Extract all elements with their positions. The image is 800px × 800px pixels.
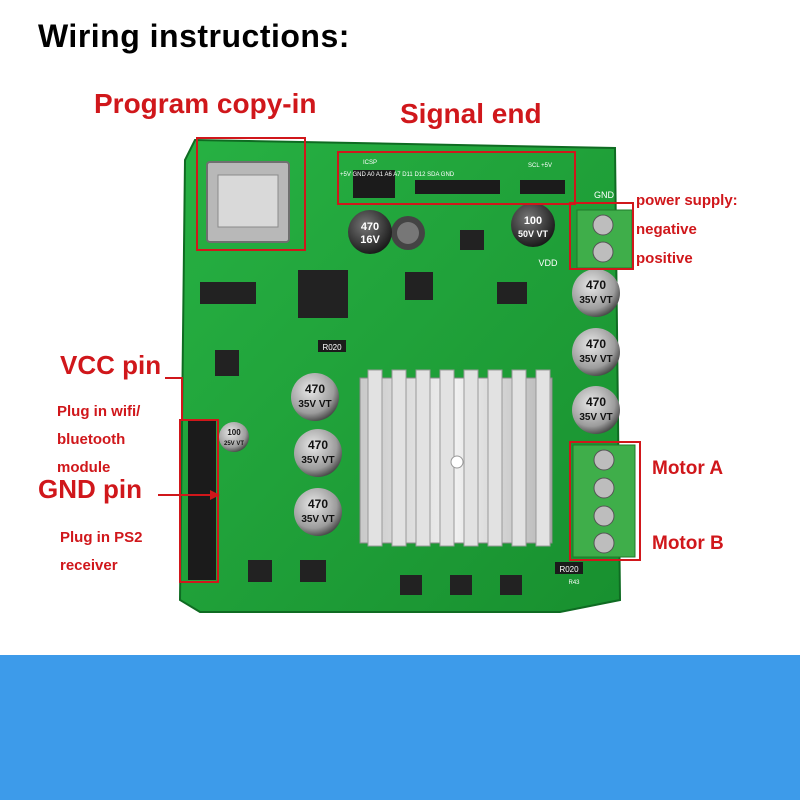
silk-scl: SCL +5V <box>528 163 552 169</box>
ic-chip <box>200 282 256 304</box>
svg-text:100: 100 <box>227 428 241 437</box>
silk-vdd: VDD <box>538 258 558 268</box>
label-vcc-pin: VCC pin <box>60 350 162 380</box>
signal-box <box>337 151 576 205</box>
svg-text:470: 470 <box>361 221 379 233</box>
label-ps2-line1: Plug in PS2 <box>60 529 143 546</box>
svg-text:35V VT: 35V VT <box>301 514 334 525</box>
svg-text:35V VT: 35V VT <box>579 412 612 423</box>
shunt-resistor <box>555 562 583 574</box>
svg-text:470: 470 <box>586 395 606 409</box>
silk-header-pins: +5V GND A0 A1 A6 A7 D11 D12 SDA GND <box>340 172 455 178</box>
label-ps2-receiver: Plug in PS2 receiver <box>60 524 143 580</box>
silk-r020: R020 <box>322 343 342 352</box>
capacitor: 100 25V VT <box>219 422 249 452</box>
shunt-resistor <box>318 340 346 352</box>
svg-text:35V VT: 35V VT <box>579 295 612 306</box>
label-signal-end: Signal end <box>400 98 542 129</box>
svg-text:470: 470 <box>586 337 606 351</box>
capacitor: 470 16V <box>348 210 392 254</box>
label-program-copy-in: Program copy-in <box>94 88 317 119</box>
program-box <box>196 137 306 251</box>
silk-r43: R43 <box>568 580 580 586</box>
side-header-box <box>179 419 219 583</box>
power-box <box>569 202 634 270</box>
annotation-overlay <box>158 137 641 583</box>
ic-chip <box>215 350 239 376</box>
page-title: Wiring instructions: <box>38 18 350 54</box>
vcc-arrow <box>165 377 183 420</box>
svg-text:100: 100 <box>524 215 542 227</box>
ic-chip <box>405 272 433 300</box>
svg-text:35V VT: 35V VT <box>579 354 612 365</box>
label-wifi-line2: bluetooth <box>57 431 126 448</box>
ic-chip <box>500 575 522 595</box>
circuit-board-illustration: 470 16V 100 50V VT 470 35V VT 470 35V VT… <box>178 138 636 613</box>
label-wifi-line3: module <box>57 459 111 476</box>
label-wifi-line1: Plug in wifi/ <box>57 403 141 420</box>
heatsink <box>359 369 553 547</box>
capacitor: 470 35V VT <box>572 328 620 376</box>
capacitor: 470 35V VT <box>294 488 342 536</box>
svg-text:470: 470 <box>305 382 325 396</box>
power-terminal-block <box>576 209 633 269</box>
label-power-title: power supply: <box>636 192 738 209</box>
svg-text:50V VT: 50V VT <box>518 229 549 239</box>
capacitor: 470 35V VT <box>572 269 620 317</box>
svg-text:35V VT: 35V VT <box>301 455 334 466</box>
label-power-negative: negative <box>636 221 697 238</box>
capacitor: 100 50V VT <box>511 203 555 247</box>
ic-chip <box>400 575 422 595</box>
silk-r020b: R020 <box>559 565 579 574</box>
ic-chip <box>450 575 472 595</box>
svg-text:35V VT: 35V VT <box>298 399 331 410</box>
ic-chip <box>497 282 527 304</box>
label-power-supply: power supply: negative positive <box>636 186 738 273</box>
side-header-pins <box>188 420 216 580</box>
capacitor: 470 35V VT <box>572 386 620 434</box>
svg-text:16V: 16V <box>360 234 380 246</box>
label-power-positive: positive <box>636 250 693 267</box>
capacitor: 470 35V VT <box>291 373 339 421</box>
label-ps2-line2: receiver <box>60 557 118 574</box>
label-wifi-module: Plug in wifi/ bluetooth module <box>57 398 140 482</box>
motor-terminal-block <box>572 444 636 558</box>
ic-chip <box>460 230 484 250</box>
svg-text:470: 470 <box>308 438 328 452</box>
signal-header-pins <box>353 170 565 198</box>
label-motor-a: Motor A <box>652 458 724 479</box>
ic-chip <box>248 560 272 582</box>
svg-text:470: 470 <box>586 278 606 292</box>
capacitor: 470 35V VT <box>294 429 342 477</box>
motor-box <box>569 441 641 561</box>
svg-text:25V VT: 25V VT <box>224 441 244 447</box>
svg-text:470: 470 <box>308 497 328 511</box>
label-gnd-pin: GND pin <box>38 474 142 504</box>
ic-chip <box>298 270 348 318</box>
silk-gnd: GND <box>594 190 615 200</box>
label-motor-b: Motor B <box>652 533 724 554</box>
bottom-color-band <box>0 655 800 800</box>
ic-chip <box>300 560 326 582</box>
silk-icsp: ICSP <box>363 160 377 166</box>
